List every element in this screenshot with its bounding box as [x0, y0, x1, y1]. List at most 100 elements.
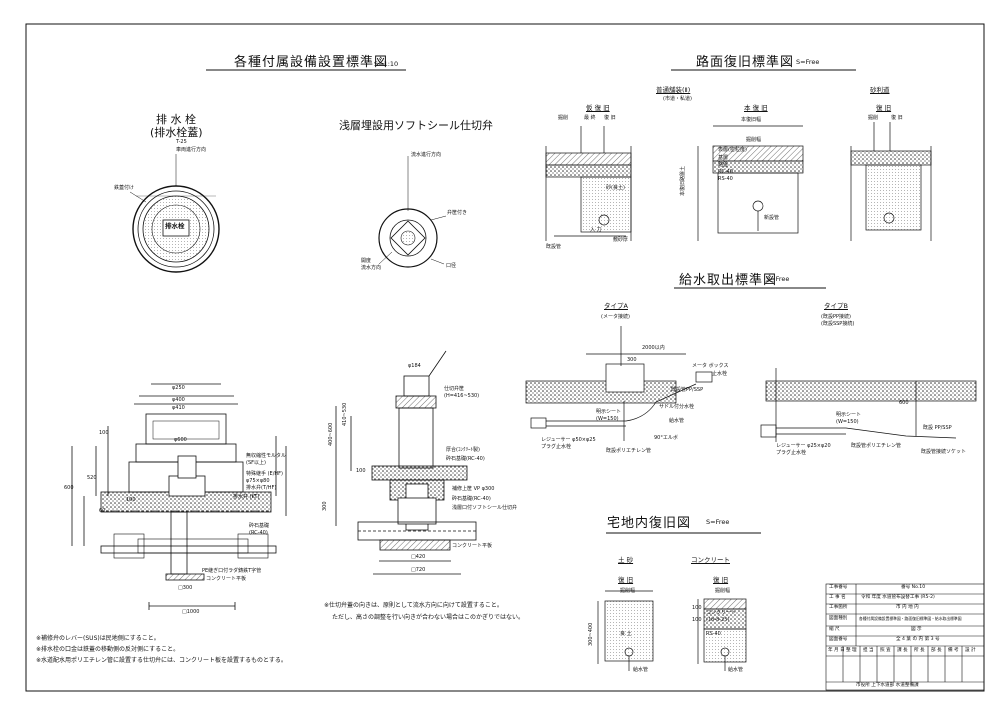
tb-row-2-label: 工 事 名 — [829, 595, 846, 600]
water-b-label-2: (W=150) — [836, 419, 859, 425]
water-label-10: 給水管 — [669, 418, 685, 424]
road-title: 路面復旧標準図 — [696, 55, 795, 70]
drain-label-4: φ75×φ80 — [246, 478, 270, 484]
drain-lid-label: 鉄蓋付け — [114, 185, 135, 191]
tb-header-2: 整 理 — [846, 648, 857, 653]
tb-header-5: 課 長 — [897, 648, 908, 653]
valve-flow-label: 流水方向 — [361, 265, 382, 271]
tb-row-5-label: 縮 尺 — [829, 627, 840, 632]
yard-dim-2: 100 — [692, 605, 702, 611]
drain-label-8: (RC-40) — [249, 530, 268, 536]
tb-header-8: 備 考 — [948, 648, 959, 653]
road-main-width: 本復旧幅 — [741, 117, 762, 123]
yard-conc-pipe: 給水管 — [728, 667, 744, 673]
main-scale: S=1:10 — [374, 60, 399, 68]
drain-plan — [129, 154, 220, 273]
tb-header-6: 所 長 — [914, 648, 925, 653]
road-sand: 入 力 — [590, 227, 602, 233]
yard-title: 宅地内復旧図 — [607, 516, 692, 531]
drain-direction: 車両進行方向 — [176, 147, 207, 153]
yard-conc-repair: 復 旧 — [713, 576, 729, 584]
drain-label-2: (SF以上) — [246, 460, 266, 466]
water-b-label-6: 既設管接続ソケット — [921, 449, 967, 455]
water-label-6: 既設ポリエチレン管 — [606, 448, 652, 454]
water-type-b-sub: (既設PP接続) — [821, 314, 851, 320]
note-mid-1: ※仕切弁蓋の向きは、原則として流水方向に向けて設置すること。 — [324, 602, 503, 609]
tb-header-7: 部 長 — [931, 648, 942, 653]
valve-dim-4: 300 — [322, 501, 328, 511]
drain-title: 排 水 栓 — [156, 113, 196, 126]
yard-dim-3: 100 — [692, 617, 702, 623]
valve-plan — [378, 156, 447, 268]
valve-mouth-label: 口径 — [446, 263, 457, 269]
drain-label-6: 排水弁 (KT) — [233, 494, 260, 500]
water-b-label-4: プラグ止水栓 — [776, 450, 807, 456]
road-temp: 仮 復 旧 — [586, 104, 610, 112]
valve-label-2: (H=416~530) — [444, 393, 480, 399]
yard-soil-dig: 掘削幅 — [620, 588, 636, 594]
water-label-1: 明示シート — [596, 409, 622, 415]
tb-footer: 市役所 上下水道部 水道整備課 — [856, 683, 919, 688]
yard-sections — [597, 590, 747, 671]
water-label-4: レジューサー φ50×φ25 — [541, 437, 596, 443]
valve-lid-label: 弁筐付き — [447, 210, 468, 216]
water-label-8: 止水栓 — [712, 371, 728, 377]
main-title: 各種付属設備設置標準図 — [234, 55, 389, 70]
valve-direction: 流水進行方向 — [411, 152, 442, 158]
water-label-5: プラグ止水栓 — [541, 444, 572, 450]
water-dim-2: 300 — [627, 357, 637, 363]
water-b-label-1: 明示シート — [836, 412, 862, 418]
road-layer-1: 表層(密粒度) — [718, 147, 747, 153]
drain-label-5: 排水弁(T/HF) — [246, 485, 277, 491]
valve-title: 浅層埋設用ソフトシール仕切弁 — [339, 119, 493, 132]
tb-row-4-value: 各種付属設備設置標準図・路面復旧標準図・給水取出標準図 — [859, 616, 962, 621]
drain-label-10: コンクリート平板 — [206, 576, 247, 582]
tb-row-1-value: 番号 No.10 — [901, 585, 926, 590]
tb-row-3-value: 市 内 地 内 — [896, 605, 919, 610]
road-gravel-col-2: 復 旧 — [891, 115, 903, 121]
drain-logo: 排水栓 — [165, 222, 185, 230]
drain-dim-9: 60 — [99, 508, 106, 514]
valve-dim-5: 100 — [356, 468, 366, 474]
water-b-label-7: 既設 PP/SSP — [923, 425, 952, 431]
yard-conc-spec: (18-8-25) — [706, 617, 730, 623]
yard-rs: RS-40 — [706, 631, 721, 637]
valve-dim-6: □420 — [411, 554, 426, 560]
yard-soil-material: 良 土 — [620, 631, 632, 637]
tb-header-9: 設 計 — [965, 648, 976, 653]
yard-scale: S=Free — [706, 518, 730, 526]
water-scale: S=Free — [766, 275, 790, 283]
note-mid-2: ただし、高さの調整を行い向きが合わない場合はこのかぎりではない。 — [332, 614, 525, 621]
water-type-b: タイプB — [824, 302, 848, 310]
road-side: 本復旧路盤土 — [680, 165, 686, 196]
tb-row-5-value: 図 示 — [911, 627, 922, 632]
road-group-1: 普通舗装(Ⅱ) — [656, 86, 691, 94]
valve-label-8: コンクリート平板 — [452, 543, 493, 549]
road-gravel-head: 復 旧 — [876, 104, 892, 112]
tb-row-6-label: 図面番号 — [829, 637, 848, 642]
title-block — [825, 583, 985, 691]
valve-label-4: 砕石基礎(RC-40) — [446, 456, 485, 462]
road-temp-col-1: 掘削 — [558, 115, 569, 121]
valve-dim-3: 400~600 — [328, 422, 334, 446]
road-dig: 掘削幅 — [746, 137, 762, 143]
valve-dim-7: □720 — [411, 567, 426, 573]
yard-conc-material: コンクリート — [706, 610, 737, 616]
drain-section — [71, 383, 287, 610]
note-left-2: ※排水栓の口金は鉄蓋の移動側の反対側にすること。 — [36, 646, 180, 653]
water-b-label-3: レジューサー φ25×φ20 — [776, 443, 831, 449]
water-type-a: タイプA — [604, 302, 628, 310]
road-gravel-col-1: 掘削 — [868, 115, 879, 121]
valve-open-label: 開度 — [361, 258, 372, 264]
valve-label-6: 砕石基礎(RC-40) — [452, 496, 491, 502]
water-type-b-sub2: (既設SSP接続) — [821, 321, 855, 327]
tb-row-4-label: 図面種別 — [829, 616, 848, 621]
drain-dim-4: φ600 — [174, 437, 187, 443]
drawing-sheet: 各種付属設備設置標準図 S=1:10 路面復旧標準図 S=Free 給水取出標準… — [6, 6, 994, 701]
road-scale: S=Free — [796, 58, 820, 66]
valve-label-3: 厚合(ｺﾝｸﾘｰﾄ製) — [446, 447, 480, 453]
valve-dim-1: φ184 — [408, 363, 421, 369]
valve-dim-2: 410~530 — [342, 402, 348, 426]
drain-dim-5: 100 — [99, 430, 109, 436]
yard-dim-1: 300~400 — [588, 622, 594, 646]
